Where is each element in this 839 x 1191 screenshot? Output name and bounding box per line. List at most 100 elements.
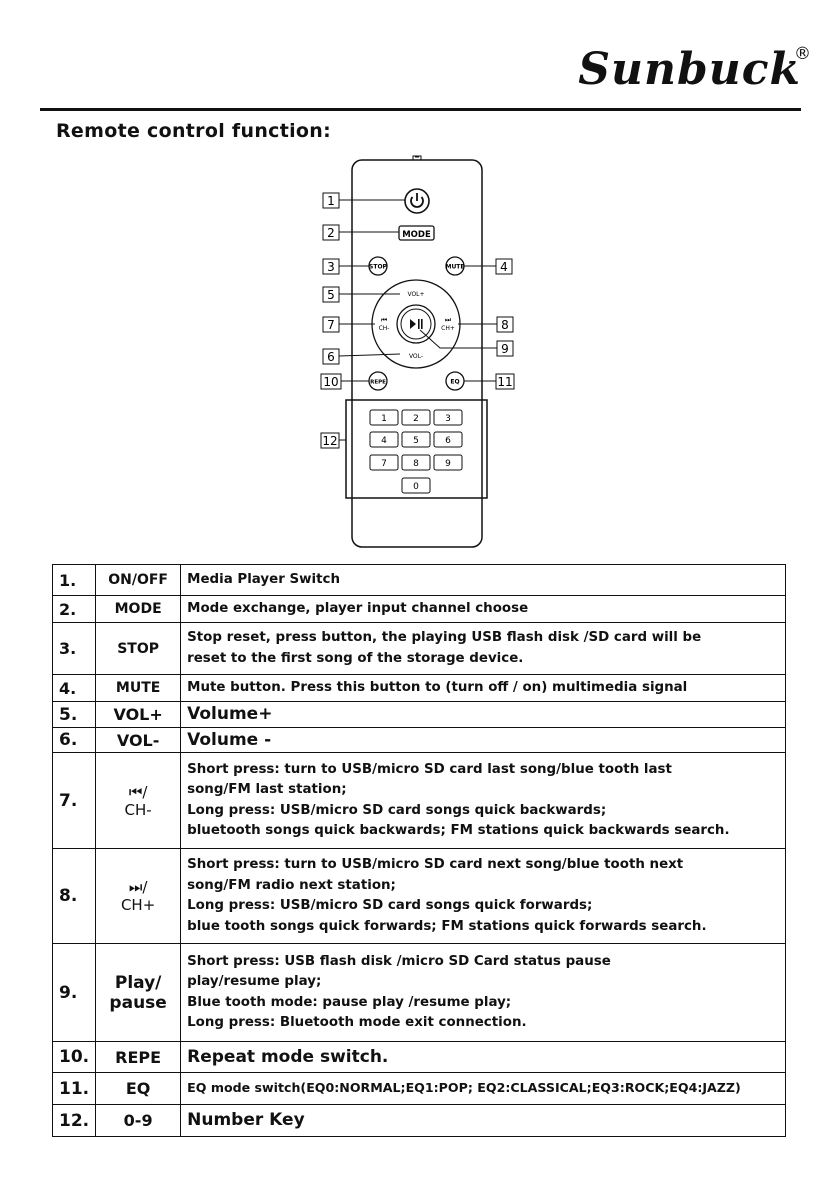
callout-9: 9 bbox=[496, 340, 514, 357]
table-row: 8. ⏭/ CH+ Short press: turn to USB/micro… bbox=[51, 848, 786, 944]
play-pause-icon bbox=[410, 319, 416, 329]
key-0[interactable]: 0 bbox=[401, 477, 431, 494]
prev-track-icon: ⏮/ bbox=[128, 782, 148, 801]
table-row: 7. ⏮/ CH- Short press: turn to USB/micro… bbox=[51, 752, 786, 849]
row-number: 5. bbox=[51, 701, 97, 728]
key-4[interactable]: 4 bbox=[369, 431, 399, 448]
row-key: REPE bbox=[95, 1041, 182, 1073]
svg-text:9: 9 bbox=[445, 459, 451, 469]
row-description: Mode exchange, player input channel choo… bbox=[180, 595, 786, 623]
brand-logo: Sunbuck bbox=[578, 44, 801, 95]
row-number: 7. bbox=[51, 752, 97, 849]
next-button[interactable]: ⏭ CH+ bbox=[441, 316, 455, 332]
registered-mark: ® bbox=[794, 44, 811, 64]
key-5[interactable]: 5 bbox=[401, 431, 431, 448]
row-number: 6. bbox=[51, 727, 97, 753]
row-number: 8. bbox=[51, 848, 97, 944]
header-rule bbox=[40, 108, 801, 111]
table-row: 3. STOP Stop reset, press button, the pl… bbox=[51, 622, 786, 675]
row-number: 2. bbox=[51, 595, 97, 623]
svg-text:6: 6 bbox=[445, 436, 451, 446]
row-key: ⏮/ CH- bbox=[95, 752, 182, 849]
table-row: 10. REPE Repeat mode switch. bbox=[51, 1041, 786, 1073]
callout-3: 3 bbox=[322, 258, 340, 275]
function-table: 1. ON/OFF Media Player Switch 2. MODE Mo… bbox=[51, 564, 786, 1137]
vol-up-label[interactable]: VOL+ bbox=[407, 291, 424, 298]
row-number: 10. bbox=[51, 1041, 97, 1073]
row-key: ⏭/ CH+ bbox=[95, 848, 182, 944]
key-9[interactable]: 9 bbox=[433, 454, 463, 471]
repe-button-label: REPE bbox=[370, 380, 386, 386]
table-row: 1. ON/OFF Media Player Switch bbox=[51, 564, 786, 596]
row-description: Stop reset, press button, the playing US… bbox=[180, 622, 786, 675]
play-pause-button[interactable] bbox=[410, 319, 423, 329]
svg-text:2: 2 bbox=[413, 414, 419, 424]
row-description: Repeat mode switch. bbox=[180, 1041, 786, 1073]
power-button[interactable] bbox=[404, 188, 430, 214]
row-description: Short press: turn to USB/micro SD card n… bbox=[180, 848, 786, 944]
svg-text:1: 1 bbox=[327, 194, 335, 208]
prev-button[interactable]: ⏮ CH- bbox=[379, 316, 390, 332]
next-icon: ⏭ bbox=[445, 316, 452, 324]
mute-button-label: MUTE bbox=[445, 264, 464, 271]
svg-text:3: 3 bbox=[445, 414, 451, 424]
svg-text:2: 2 bbox=[327, 226, 335, 240]
mode-button[interactable]: MODE bbox=[398, 225, 435, 241]
prev-label: CH- bbox=[379, 325, 390, 332]
row-key: Play/pause bbox=[95, 943, 182, 1042]
row-key: STOP bbox=[95, 622, 182, 675]
svg-text:6: 6 bbox=[327, 350, 335, 364]
vol-down-label[interactable]: VOL- bbox=[409, 353, 423, 360]
svg-text:7: 7 bbox=[327, 318, 335, 332]
remote-control-diagram: MODE STOP MUTE VOL+ VOL- ⏮ CH- ⏭ CH+ REP… bbox=[320, 155, 515, 548]
eq-button[interactable]: EQ bbox=[445, 371, 465, 391]
eq-button-label: EQ bbox=[450, 379, 459, 386]
callout-5: 5 bbox=[322, 286, 340, 303]
row-description: Volume - bbox=[180, 727, 786, 753]
callout-8: 8 bbox=[496, 316, 514, 333]
callout-10: 10 bbox=[320, 373, 342, 390]
mode-button-label: MODE bbox=[402, 230, 431, 240]
table-row: 9. Play/pause Short press: USB flash dis… bbox=[51, 943, 786, 1042]
repe-button[interactable]: REPE bbox=[368, 371, 388, 391]
key-3[interactable]: 3 bbox=[433, 409, 463, 426]
key-2[interactable]: 2 bbox=[401, 409, 431, 426]
row-key: MODE bbox=[95, 595, 182, 623]
row-key: EQ bbox=[95, 1072, 182, 1105]
callout-4: 4 bbox=[495, 258, 513, 275]
table-row: 11. EQ EQ mode switch(EQ0:NORMAL;EQ1:POP… bbox=[51, 1072, 786, 1105]
svg-text:11: 11 bbox=[497, 375, 512, 389]
row-key: 0-9 bbox=[95, 1104, 182, 1137]
svg-text:4: 4 bbox=[500, 260, 508, 274]
key-1[interactable]: 1 bbox=[369, 409, 399, 426]
key-6[interactable]: 6 bbox=[433, 431, 463, 448]
svg-text:3: 3 bbox=[327, 260, 335, 274]
svg-text:7: 7 bbox=[381, 459, 387, 469]
power-icon bbox=[410, 196, 424, 208]
prev-icon: ⏮ bbox=[381, 316, 387, 324]
next-label: CH+ bbox=[441, 325, 455, 332]
callout-6: 6 bbox=[322, 348, 340, 365]
row-description: Short press: USB flash disk /micro SD Ca… bbox=[180, 943, 786, 1042]
svg-text:12: 12 bbox=[322, 434, 337, 448]
section-title: Remote control function: bbox=[56, 120, 331, 142]
row-number: 11. bbox=[51, 1072, 97, 1105]
svg-text:0: 0 bbox=[413, 482, 419, 492]
key-8[interactable]: 8 bbox=[401, 454, 431, 471]
mute-button[interactable]: MUTE bbox=[445, 256, 465, 276]
row-key: MUTE bbox=[95, 674, 182, 702]
row-key: VOL- bbox=[95, 727, 182, 753]
callout-2: 2 bbox=[322, 224, 340, 241]
svg-text:8: 8 bbox=[413, 459, 419, 469]
table-row: 6. VOL- Volume - bbox=[51, 727, 786, 753]
svg-text:8: 8 bbox=[501, 318, 509, 332]
key-7[interactable]: 7 bbox=[369, 454, 399, 471]
stop-button[interactable]: STOP bbox=[368, 256, 388, 276]
table-row: 4. MUTE Mute button. Press this button t… bbox=[51, 674, 786, 702]
row-key: ON/OFF bbox=[95, 564, 182, 596]
row-description: Mute button. Press this button to (turn … bbox=[180, 674, 786, 702]
row-number: 4. bbox=[51, 674, 97, 702]
row-number: 1. bbox=[51, 564, 97, 596]
row-description: Short press: turn to USB/micro SD card l… bbox=[180, 752, 786, 849]
svg-text:9: 9 bbox=[501, 342, 509, 356]
